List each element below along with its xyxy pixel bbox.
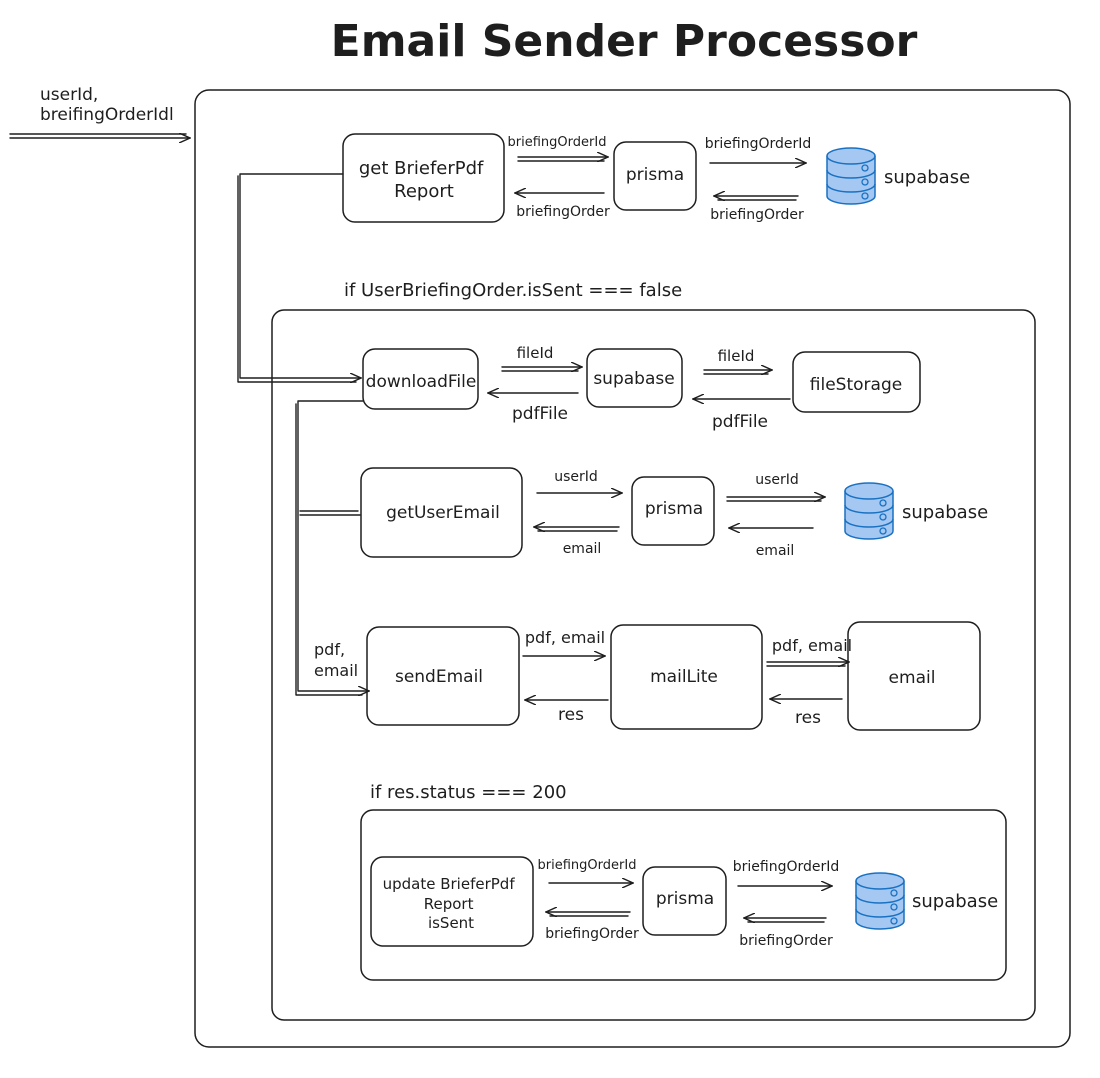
processor-container [194, 89, 1071, 1048]
update-report-node [370, 856, 534, 947]
get-report-label-1: get BrieferPdf [359, 158, 484, 179]
email-node-label: email [889, 668, 936, 688]
diagram-title: Email Sender Processor [331, 16, 918, 67]
svg-text:get BrieferPdf Report: get BrieferPdf Report [359, 158, 489, 202]
edge-label-row2-req-a: fileId [517, 344, 554, 362]
edge-label-row5-res-a: briefingOrder [545, 926, 639, 942]
prisma-node-2 [631, 476, 715, 546]
update-report-label-3: isSent [428, 914, 474, 932]
edge-label-row5-req-a: briefingOrderId [538, 858, 637, 873]
edge-label-row5-res-b: briefingOrder [739, 933, 833, 949]
svg-text:update BrieferPdf Report: update BrieferPdf Report isSent [383, 875, 520, 932]
edge-label-row2-res-a: pdfFile [512, 404, 568, 424]
edge-label-row1-req-b: briefingOrderId [705, 136, 812, 152]
update-report-label-2: Report [424, 895, 474, 913]
get-report-label-2: Report [394, 181, 454, 202]
flow-line-download-to-send [297, 400, 369, 691]
edge-label-row1-res-b: briefingOrder [710, 207, 804, 223]
prisma-node-1 [613, 141, 697, 211]
prisma-1-label: prisma [626, 165, 684, 185]
supabase-2-label: supabase [902, 502, 988, 523]
edge-label-row2-res-b: pdfFile [712, 412, 768, 432]
not-sent-container [271, 309, 1036, 1021]
edge-label-row2-req-b: fileId [718, 347, 755, 365]
supabase-mid-node [586, 348, 683, 408]
supabase-mid-label: supabase [593, 369, 674, 389]
email-node [847, 621, 981, 731]
database-icon [826, 147, 876, 205]
prisma-node-3 [642, 866, 727, 936]
condition-not-sent: if UserBriefingOrder.isSent === false [344, 280, 682, 301]
send-email-node [366, 626, 520, 726]
download-file-node [362, 348, 479, 410]
edge-label-row4-res-a: res [558, 705, 584, 725]
file-storage-label: fileStorage [810, 375, 902, 395]
edge-label-row3-req-a: userId [554, 469, 598, 485]
input-label-line-1: userId, [40, 85, 98, 105]
edge-label-row4-in-2: email [314, 661, 358, 680]
mail-lite-label: mailLite [650, 667, 718, 687]
prisma-2-label: prisma [645, 499, 703, 519]
status-ok-container [360, 809, 1007, 981]
get-report-node [342, 133, 505, 223]
mail-lite-node [610, 624, 763, 730]
update-report-label-1: update BrieferPdf [383, 875, 516, 893]
edge-label-row4-res-b: res [795, 708, 821, 728]
supabase-3-label: supabase [912, 891, 998, 912]
send-email-label: sendEmail [395, 667, 483, 687]
database-icon [855, 872, 905, 930]
get-user-email-node [360, 467, 523, 558]
flow-line-report-to-download [239, 173, 361, 378]
edge-label-row4-req-b: pdf, email [772, 636, 852, 655]
edge-label-row5-req-b: briefingOrderId [733, 859, 840, 875]
edge-label-row3-req-b: userId [755, 472, 799, 488]
edge-label-row4-in-1: pdf, [314, 640, 345, 659]
supabase-1-label: supabase [884, 167, 970, 188]
condition-status-ok: if res.status === 200 [370, 782, 567, 803]
edge-label-row1-res-a: briefingOrder [516, 204, 610, 220]
edge-label-row3-res-b: email [756, 543, 795, 559]
input-label-line-2: breifingOrderIdl [40, 105, 174, 125]
edge-label-row1-req-a: briefingOrderId [508, 135, 607, 150]
database-icon [844, 482, 894, 540]
download-file-label: downloadFile [366, 372, 477, 392]
input-label: userId, breifingOrderIdl [40, 85, 174, 125]
file-storage-node [792, 351, 921, 413]
edge-label-row3-res-a: email [563, 541, 602, 557]
svg-text:pdf, email: pdf, email [314, 640, 358, 680]
edge-label-row4-req-a: pdf, email [525, 628, 605, 647]
prisma-3-label: prisma [656, 889, 714, 909]
get-user-email-label: getUserEmail [386, 503, 500, 523]
